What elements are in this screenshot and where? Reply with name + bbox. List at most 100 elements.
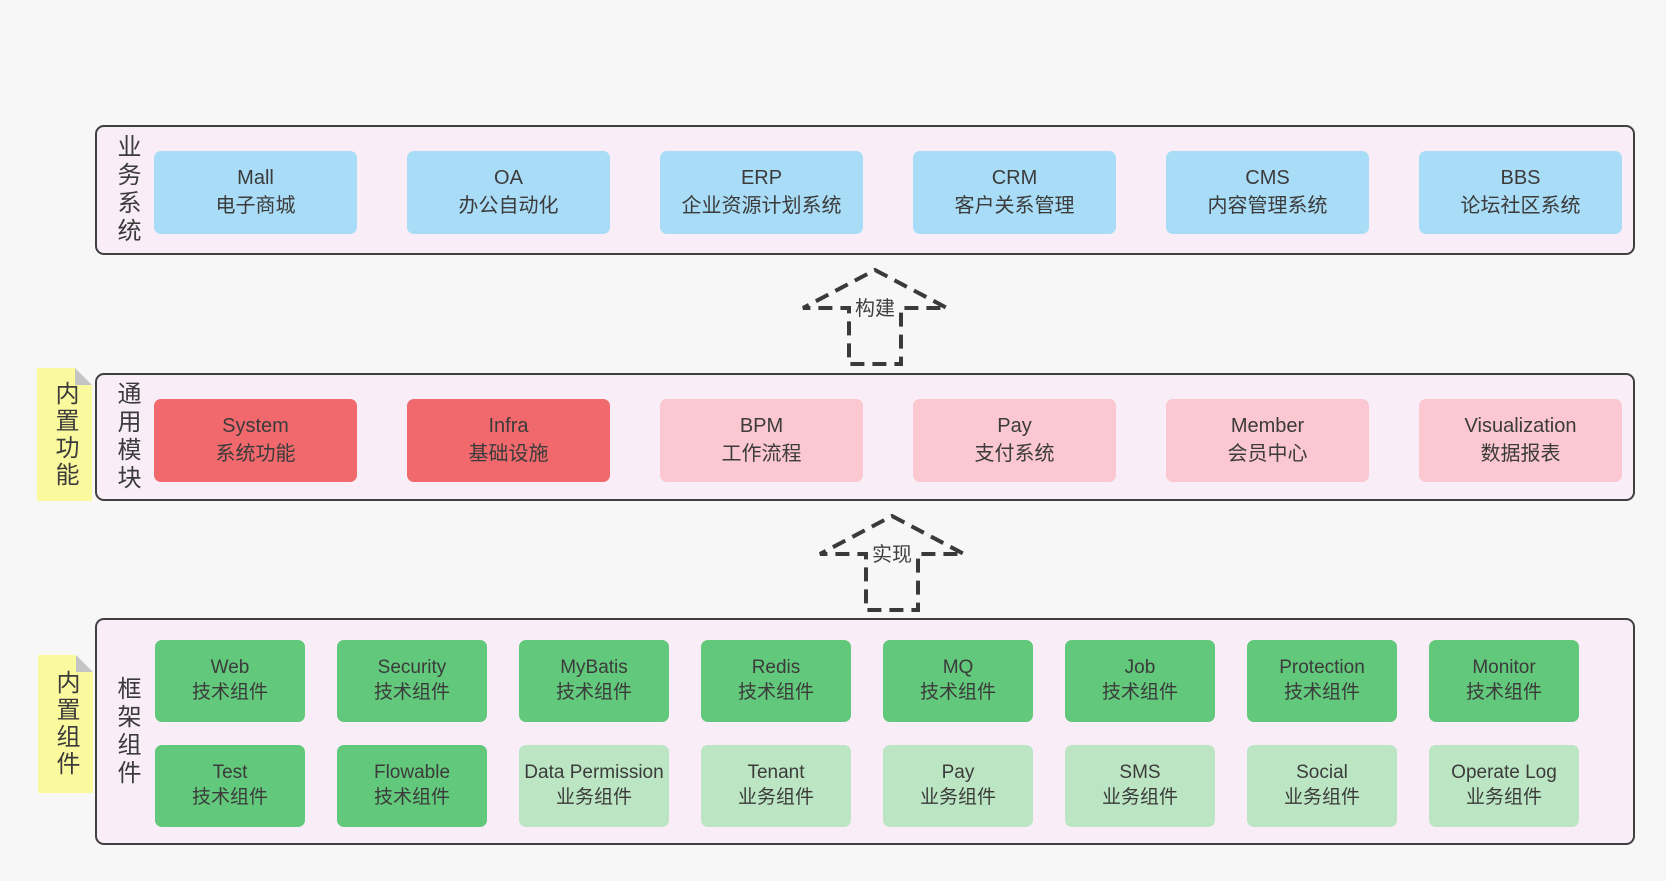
box-title: SMS (1119, 762, 1161, 784)
dashed-up-arrow-icon (819, 513, 965, 612)
box-mybatis: MyBatis 技术组件 (519, 640, 669, 722)
box-title: Test (212, 762, 248, 784)
band-label-framework-components: 框架组件 (113, 675, 140, 788)
box-protection: Protection 技术组件 (1247, 640, 1397, 722)
dashed-up-arrow-icon (802, 267, 948, 366)
box-title: Protection (1279, 657, 1365, 679)
box-visualization: Visualization 数据报表 (1419, 399, 1622, 482)
box-title: Flowable (373, 762, 451, 784)
box-title: BPM (739, 414, 784, 437)
box-title: CRM (991, 166, 1038, 189)
box-subtitle: 业务组件 (919, 787, 996, 808)
box-title: MQ (942, 657, 974, 679)
band-common-modules: 通用模块 System 系统功能 Infra 基础设施 BPM 工作流程 Pay… (95, 373, 1635, 501)
box-title: Operate Log (1451, 762, 1557, 784)
box-subtitle: 业务组件 (1101, 787, 1178, 808)
arrow-label: 构建 (852, 292, 898, 321)
box-mq: MQ 技术组件 (883, 640, 1033, 722)
box-subtitle: 技术组件 (737, 682, 814, 703)
box-pay-module: Pay 支付系统 (913, 399, 1116, 482)
box-test: Test 技术组件 (155, 745, 305, 827)
box-sms: SMS 业务组件 (1065, 745, 1215, 827)
box-subtitle: 系统功能 (215, 442, 296, 465)
box-title: Job (1124, 657, 1156, 679)
band-business-systems: 业务系统 Mall 电子商城 OA 办公自动化 ERP 企业资源计划系统 CRM… (95, 125, 1635, 255)
sticky-text: 内置组件 (52, 670, 79, 778)
box-subtitle: 内容管理系统 (1207, 194, 1328, 217)
box-operate-log: Operate Log 业务组件 (1429, 745, 1579, 827)
box-title: Monitor (1472, 657, 1536, 679)
common-modules-row: System 系统功能 Infra 基础设施 BPM 工作流程 Pay 支付系统… (154, 399, 1622, 482)
box-title: Security (377, 657, 447, 679)
box-subtitle: 技术组件 (1465, 682, 1542, 703)
box-data-permission: Data Permission 业务组件 (519, 745, 669, 827)
arrow-implement: 实现 (817, 512, 967, 614)
box-subtitle: 支付系统 (974, 442, 1055, 465)
box-title: Social (1296, 762, 1348, 784)
box-title: Mall (237, 166, 274, 189)
box-title: OA (494, 166, 523, 189)
box-title: Pay (997, 414, 1032, 437)
box-subtitle: 技术组件 (1101, 682, 1178, 703)
band-framework-components: 框架组件 Web 技术组件 Security 技术组件 MyBatis 技术组件… (95, 618, 1635, 845)
box-title: System (222, 414, 289, 437)
band-label-business-systems: 业务系统 (113, 134, 140, 246)
business-systems-row: Mall 电子商城 OA 办公自动化 ERP 企业资源计划系统 CRM 客户关系… (154, 151, 1622, 234)
band-label-common-modules: 通用模块 (113, 381, 140, 493)
box-title: Redis (751, 657, 801, 679)
box-job: Job 技术组件 (1065, 640, 1215, 722)
box-title: MyBatis (560, 657, 628, 679)
box-subtitle: 业务组件 (555, 787, 632, 808)
box-title: CMS (1245, 166, 1290, 189)
box-pay-component: Pay 业务组件 (883, 745, 1033, 827)
box-subtitle: 技术组件 (555, 682, 632, 703)
box-bpm: BPM 工作流程 (660, 399, 863, 482)
box-subtitle: 论坛社区系统 (1460, 194, 1581, 217)
box-title: Tenant (747, 762, 805, 784)
box-mall: Mall 电子商城 (154, 151, 357, 234)
sticky-text: 内置功能 (51, 380, 78, 489)
box-flowable: Flowable 技术组件 (337, 745, 487, 827)
box-subtitle: 技术组件 (919, 682, 996, 703)
arrow-label: 实现 (869, 538, 915, 567)
box-title: Data Permission (524, 762, 664, 784)
box-erp: ERP 企业资源计划系统 (660, 151, 863, 234)
box-tenant: Tenant 业务组件 (701, 745, 851, 827)
sticky-note-builtin-features: 内置功能 (37, 368, 92, 501)
box-title: Infra (488, 414, 529, 437)
box-subtitle: 业务组件 (1283, 787, 1360, 808)
box-social: Social 业务组件 (1247, 745, 1397, 827)
box-title: Member (1230, 414, 1305, 437)
box-title: ERP (740, 166, 783, 189)
box-subtitle: 电子商城 (215, 194, 296, 217)
box-bbs: BBS 论坛社区系统 (1419, 151, 1622, 234)
box-subtitle: 技术组件 (191, 787, 268, 808)
box-member: Member 会员中心 (1166, 399, 1369, 482)
box-oa: OA 办公自动化 (407, 151, 610, 234)
box-system: System 系统功能 (154, 399, 357, 482)
sticky-note-builtin-components: 内置组件 (38, 655, 93, 793)
box-subtitle: 企业资源计划系统 (681, 194, 842, 217)
box-subtitle: 办公自动化 (458, 194, 559, 217)
box-subtitle: 客户关系管理 (954, 194, 1075, 217)
components-row-1: Web 技术组件 Security 技术组件 MyBatis 技术组件 Redi… (155, 640, 1579, 722)
box-title: Pay (941, 762, 975, 784)
box-subtitle: 技术组件 (1283, 682, 1360, 703)
box-title: BBS (1500, 166, 1541, 189)
components-row-2: Test 技术组件 Flowable 技术组件 Data Permission … (155, 745, 1579, 827)
box-infra: Infra 基础设施 (407, 399, 610, 482)
box-cms: CMS 内容管理系统 (1166, 151, 1369, 234)
box-title: Visualization (1464, 414, 1577, 437)
box-subtitle: 基础设施 (468, 442, 549, 465)
box-title: Web (210, 657, 250, 679)
box-subtitle: 业务组件 (1465, 787, 1542, 808)
box-subtitle: 会员中心 (1227, 442, 1308, 465)
box-redis: Redis 技术组件 (701, 640, 851, 722)
arrow-build: 构建 (800, 266, 950, 368)
box-subtitle: 工作流程 (721, 442, 802, 465)
box-subtitle: 业务组件 (737, 787, 814, 808)
box-subtitle: 数据报表 (1480, 442, 1561, 465)
box-subtitle: 技术组件 (191, 682, 268, 703)
folded-corner-icon (75, 368, 92, 385)
